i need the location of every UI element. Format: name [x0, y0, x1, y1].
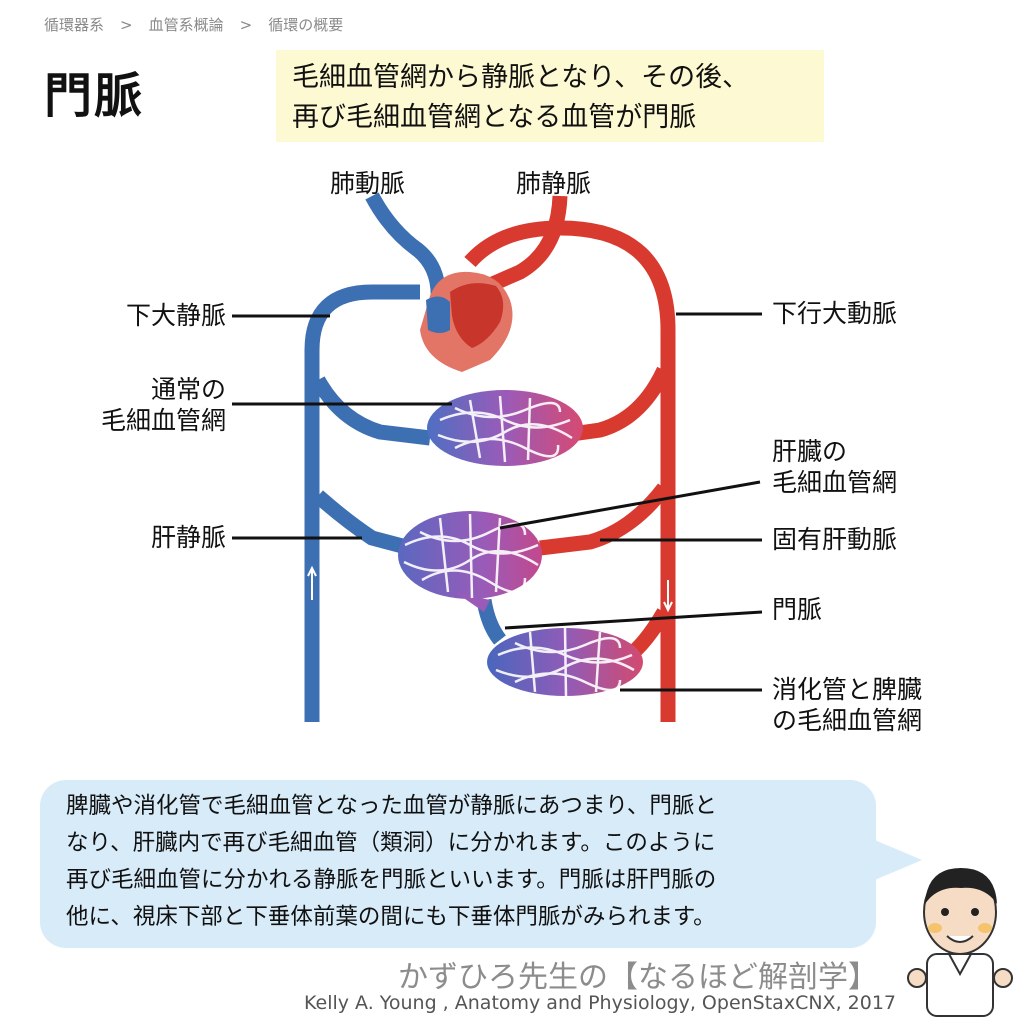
headline-box: 毛細血管網から静脈となり、その後、 再び毛細血管網となる血管が門脈 [276, 50, 824, 142]
heart [420, 271, 513, 372]
label-hepatic-vein: 肝静脈 [150, 523, 226, 552]
label-gut-capillary: 消化管と脾臓 の毛細血管網 [772, 674, 922, 736]
normal-capillary-vein-branch [311, 376, 431, 446]
capillary-network-gut [487, 627, 643, 697]
brand-name: かずひろ先生の【なるほど解剖学】 [398, 960, 878, 995]
leader-line [499, 480, 761, 530]
label-portal-vein: 門脈 [772, 595, 823, 624]
normal-capillary-artery-branch [570, 366, 671, 442]
pulmonary-vein-vessel [484, 195, 568, 293]
headline-line: 毛細血管網から静脈となり、その後、 [292, 62, 750, 93]
source-credit: Kelly A. Young , Anatomy and Physiology,… [304, 992, 896, 1014]
hepatic-artery-vessel [539, 483, 670, 556]
hepatic-vein-vessel [313, 490, 412, 556]
capillary-network-normal [427, 390, 583, 466]
label-descending-aorta: 下行大動脈 [772, 299, 898, 328]
explanation-line: 再び毛細血管に分かれる静脈を門脈といいます。門脈は肝門脈の [66, 867, 717, 893]
breadcrumb-item[interactable]: 循環器系 [44, 16, 105, 34]
capillary-network-liver [398, 511, 542, 612]
pulmonary-artery-vessel [365, 192, 446, 301]
label-line: 肝臓の [772, 437, 848, 466]
breadcrumb-item[interactable]: 血管系概論 [148, 16, 224, 34]
flow-arrow [307, 565, 317, 600]
label-capillary-normal: 通常の 毛細血管網 [70, 374, 226, 436]
inferior-vena-cava [304, 284, 420, 722]
label-line: 毛細血管網 [772, 468, 898, 497]
flow-arrows [307, 565, 673, 613]
teacher-avatar [907, 868, 1013, 1017]
headline-line: 再び毛細血管網となる血管が門脈 [292, 102, 697, 133]
descending-aorta [464, 220, 676, 722]
label-pulmonary-vein: 肺静脈 [516, 169, 592, 198]
label-line: 毛細血管網 [100, 406, 226, 435]
explanation-line: 脾臓や消化管で毛細血管となった血管が静脈にあつまり、門脈と [66, 793, 717, 819]
label-line: の毛細血管網 [772, 706, 923, 735]
label-ivc: 下大静脈 [125, 301, 226, 330]
flow-arrow [663, 580, 673, 613]
label-line: 消化管と脾臓 [772, 675, 923, 704]
breadcrumb-separator: > [120, 16, 133, 34]
label-liver-capillary: 肝臓の 毛細血管網 [772, 436, 897, 498]
label-line: 通常の [150, 375, 226, 404]
leader-lines [232, 312, 763, 692]
label-pulmonary-artery: 肺動脈 [330, 169, 406, 198]
label-hepatic-artery: 固有肝動脈 [772, 525, 898, 554]
breadcrumb-item[interactable]: 循環の概要 [268, 16, 344, 34]
explanation-line: 他に、視床下部と下垂体前葉の間にも下垂体門脈がみられます。 [66, 904, 716, 930]
explanation-bubble: 脾臓や消化管で毛細血管となった血管が静脈にあつまり、門脈と なり、肝臓内で再び毛… [40, 780, 876, 948]
breadcrumb: 循環器系 > 血管系概論 > 循環の概要 [44, 14, 343, 35]
leader-line [504, 610, 763, 630]
page-title: 門脈 [44, 68, 145, 124]
bubble-tail [870, 838, 922, 882]
breadcrumb-separator: > [239, 16, 253, 34]
explanation-line: なり、肝臓内で再び毛細血管（類洞）に分かれます。このように [66, 830, 716, 856]
